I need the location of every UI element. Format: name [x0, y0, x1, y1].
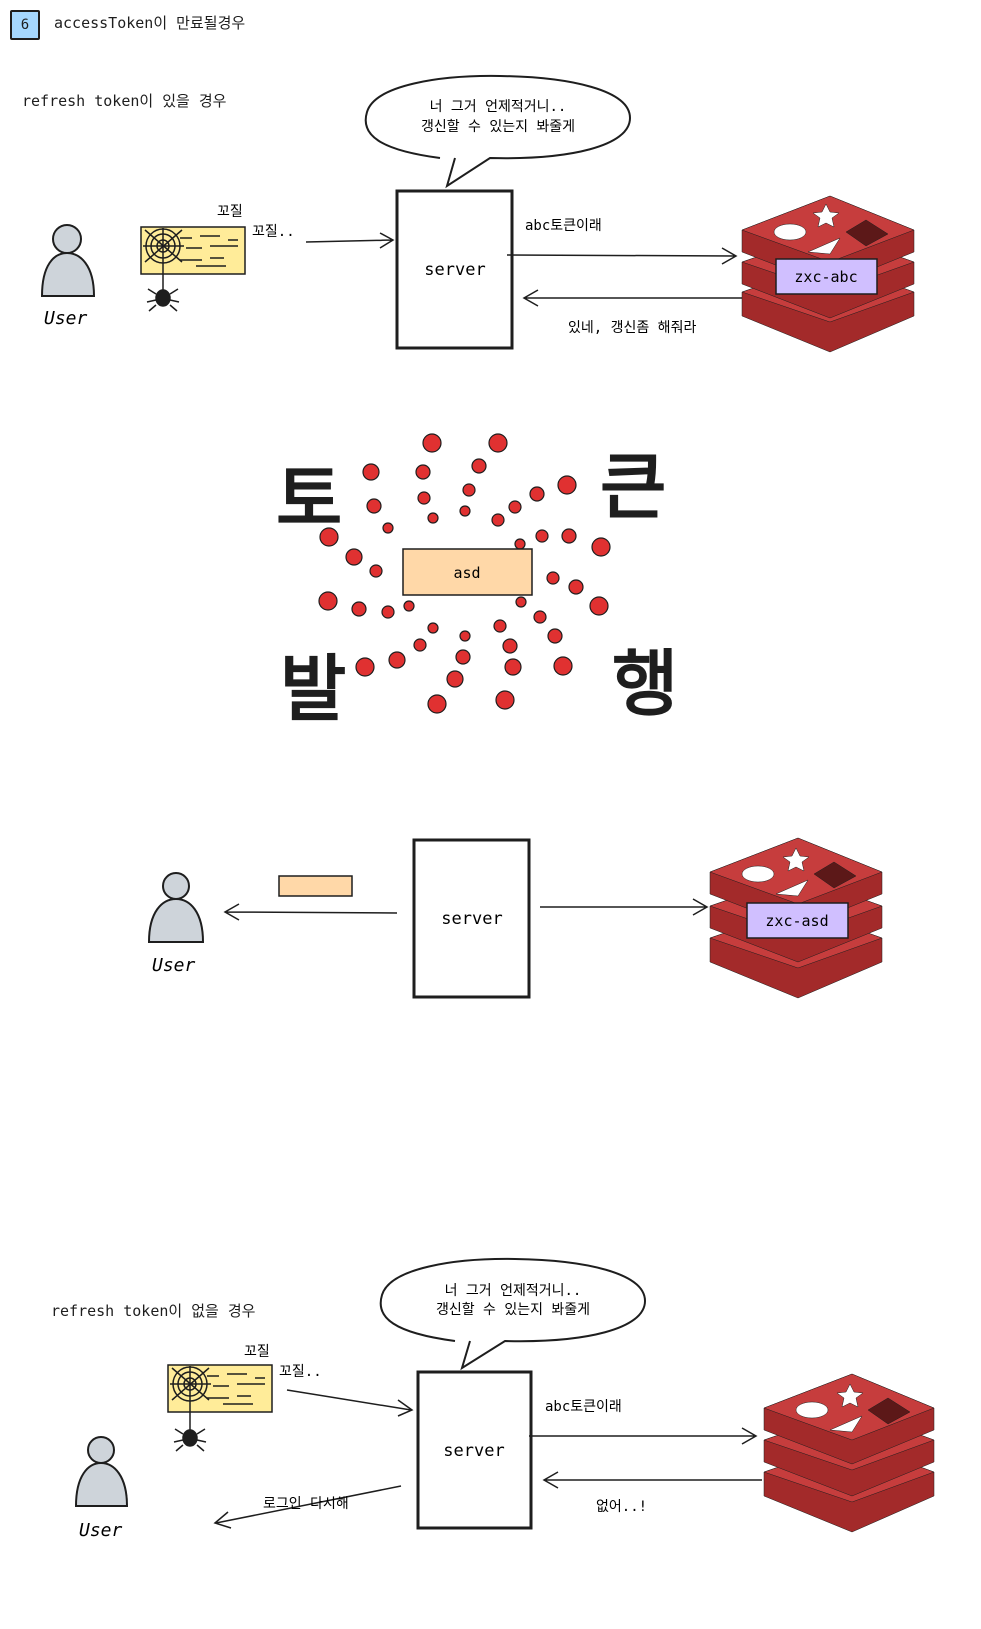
section-label-refresh: refresh token이 있을 경우	[22, 92, 227, 110]
user-icon	[74, 1436, 129, 1507]
arrow-server-to-user	[213, 1485, 402, 1529]
arrow-server-to-redis	[529, 1427, 758, 1445]
user-label: User	[44, 308, 88, 329]
arrow-server-to-user	[223, 903, 398, 921]
server-label: server	[441, 909, 502, 929]
server-box	[395, 189, 514, 350]
issue-char-4: 행	[612, 642, 679, 726]
note-text-1: 꼬질	[244, 1344, 270, 1360]
norefresh-diagram: User 꼬질 꼬질.. 너 그거 언제적거니.. 갱신할 수 있는지 봐줄게 …	[74, 1257, 935, 1541]
speech-bubble	[364, 74, 632, 189]
arrow-note-to-server	[305, 232, 395, 249]
arrow-redis-to-server	[542, 1471, 762, 1489]
redis-key-box	[746, 902, 849, 939]
spider-web-icon	[143, 228, 184, 312]
token-to-user	[278, 875, 353, 897]
arrow-server-to-redis	[506, 247, 738, 265]
user-response-label: 로그인 다시해	[263, 1496, 349, 1512]
spider-web-icon	[170, 1366, 211, 1452]
redis-key-box	[775, 258, 878, 295]
server-label: server	[443, 1441, 504, 1461]
section-label-norefresh: refresh token이 없을 경우	[51, 1302, 256, 1320]
speech-bubble	[379, 1257, 647, 1371]
arrow-server-to-redis	[540, 898, 709, 916]
new-token-box	[402, 548, 533, 596]
request-label: abc토큰이래	[545, 1399, 622, 1415]
issue-char-3: 발	[280, 647, 347, 731]
response-label: 없어..!	[596, 1499, 647, 1515]
bubble-line-2: 갱신할 수 있는지 봐줄게	[421, 119, 575, 135]
redis-key-label: zxc-asd	[765, 912, 828, 930]
bubble-line-2: 갱신할 수 있는지 봐줄게	[436, 1302, 590, 1318]
dirty-note	[167, 1364, 273, 1413]
step-badge: 6	[10, 10, 40, 40]
bubble-line-1: 너 그거 언제적거니..	[445, 1283, 582, 1299]
issue-char-2: 큰	[600, 445, 667, 529]
response-label: 있네, 갱신좀 해줘라	[568, 320, 696, 336]
note-text-2: 꼬질..	[252, 224, 295, 240]
request-label: abc토큰이래	[525, 218, 602, 234]
redis-key-label: zxc-abc	[794, 268, 857, 286]
user-label: User	[79, 1520, 123, 1541]
server-box	[416, 1370, 533, 1530]
user-icon	[40, 224, 96, 297]
note-text-2: 꼬질..	[279, 1364, 322, 1380]
arrow-redis-to-server	[522, 289, 742, 307]
bubble-line-1: 너 그거 언제적거니..	[430, 99, 567, 115]
refresh-diagram: User 꼬질 꼬질.. 너 그거 언제적거니.. 갱신할 수 있는지 봐줄게 …	[40, 74, 915, 353]
issued-diagram: User server zxc-asd	[147, 837, 883, 999]
issue-char-1: 토	[276, 457, 343, 541]
server-box	[412, 838, 531, 999]
arrow-note-to-server	[286, 1389, 414, 1417]
token-burst: asd	[318, 433, 611, 714]
burst-dots	[318, 433, 611, 714]
server-label: server	[424, 260, 485, 280]
dirty-note	[140, 226, 246, 275]
redis-stack-icon	[763, 1373, 935, 1533]
note-text-1: 꼬질	[217, 204, 243, 220]
new-token-label: asd	[453, 564, 480, 582]
user-label: User	[152, 955, 196, 976]
page-title: accessToken이 만료될경우	[54, 14, 246, 32]
user-icon	[147, 872, 205, 943]
